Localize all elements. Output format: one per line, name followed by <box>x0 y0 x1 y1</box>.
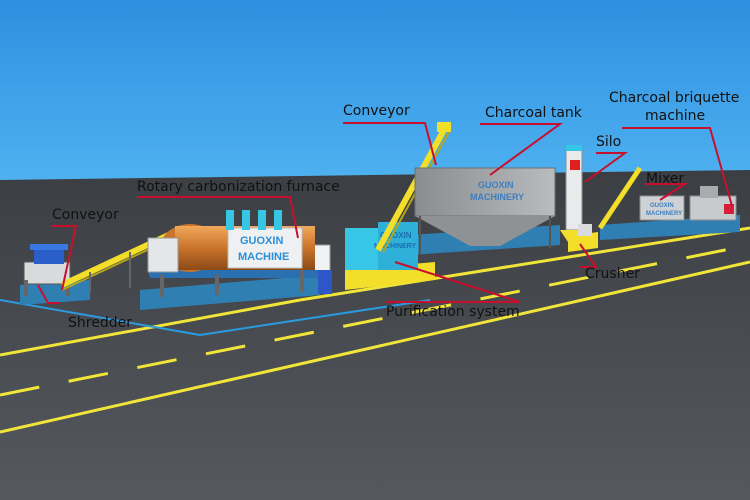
label-conveyor-left: Conveyor <box>52 207 119 223</box>
label-briquette-line2: machine <box>645 108 706 124</box>
label-conveyor-mid: Conveyor <box>343 103 410 119</box>
furnace-brand-1: GUOXIN <box>240 235 283 247</box>
label-lines <box>37 122 733 304</box>
charcoal-tank-machine: GUOXIN MACHINERY <box>414 167 556 255</box>
sky <box>0 0 750 186</box>
road-markings <box>0 226 750 434</box>
pad-lines <box>0 299 431 336</box>
label-charcoal-tank: Charcoal tank <box>485 105 582 121</box>
label-mixer: Mixer <box>646 171 685 187</box>
label-silo: Silo <box>596 134 622 150</box>
label-crusher: Crusher <box>585 266 640 282</box>
label-purification-system: Purification system <box>386 304 520 320</box>
mixer-machine: GUOXIN MACHINERY <box>639 195 685 221</box>
label-rotary-furnace: Rotary carbonization furnace <box>137 179 340 195</box>
pad-furnace <box>140 275 320 310</box>
mixer-brand-1: GUOXIN <box>650 203 674 209</box>
label-briquette-line1: Charcoal briquette <box>609 90 740 106</box>
mixer-conveyor-machine <box>597 166 643 230</box>
mixer-brand-2: MACHINERY <box>646 211 682 217</box>
crusher-machine <box>568 224 598 252</box>
dashed-markings <box>0 243 750 397</box>
tank-brand-1: GUOXIN <box>478 180 514 190</box>
furnace-brand-2: MACHINE <box>238 251 289 263</box>
pad-shredder <box>20 280 90 305</box>
purifier-brand-1: GUOXIN <box>380 231 412 240</box>
briquette-machine <box>689 186 737 221</box>
label-shredder: Shredder <box>68 315 132 331</box>
rotary-furnace-machine: GUOXIN MACHINE <box>147 210 331 297</box>
purifier-brand-2: MACHINERY <box>374 243 416 250</box>
pad-mixer <box>600 215 740 240</box>
tank-brand-2: MACHINERY <box>470 192 524 202</box>
